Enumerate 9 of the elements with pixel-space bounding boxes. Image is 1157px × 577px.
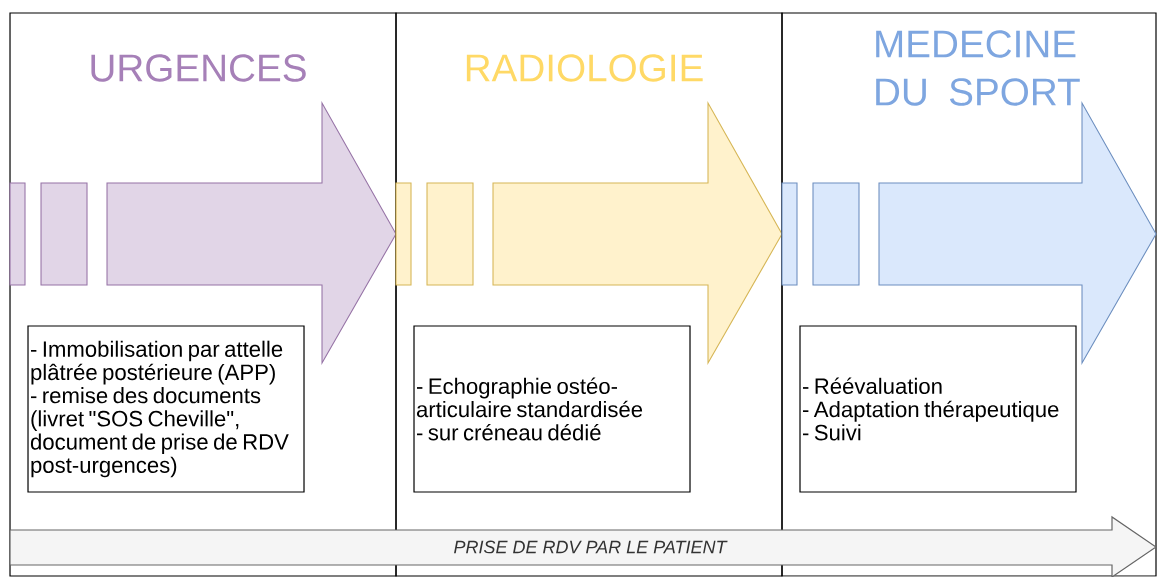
column-heading: RADIOLOGIE xyxy=(466,54,703,82)
process-arrow-drawing xyxy=(9,100,397,365)
text-box: - Echographie ostéo-articulaire standardisée - sur créneau dédié xyxy=(413,325,691,493)
process-arrow-drawing xyxy=(395,100,783,365)
text-box: - Immobilisation par attelle plâtrée postérieure (APP) - remise des documents (livret "SOS Cheville", document de prise de RDV post-urgences) xyxy=(27,325,305,493)
column-heading: MEDECINE DU SPORT xyxy=(876,30,1080,106)
text-box: - Réévaluation - Adaptation thérapeutique - Suivi xyxy=(799,325,1077,493)
column-panel xyxy=(781,12,1157,577)
column-heading: URGENCES xyxy=(91,54,306,82)
